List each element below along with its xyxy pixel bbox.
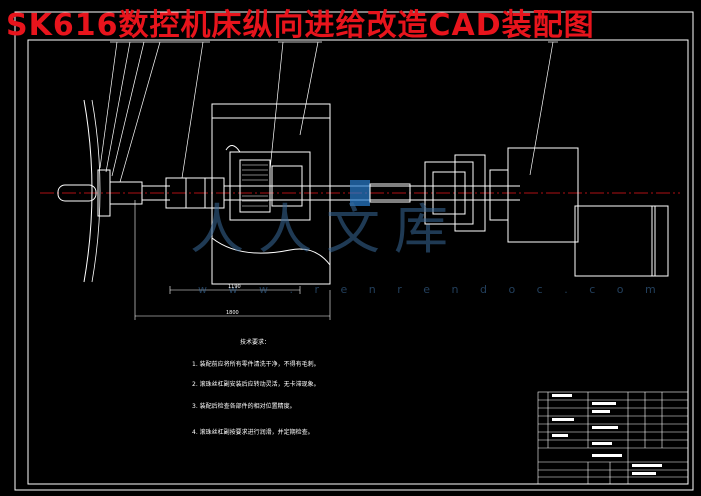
dimension-label-1: 1190 <box>228 284 241 290</box>
leader-lines <box>99 41 558 183</box>
lead-screw <box>165 177 225 209</box>
drawing-title: SK616数控机床纵向进给改造CAD装配图 <box>6 8 595 43</box>
note-item: 4. 滚珠丝杠副按要求进行润滑，并定期检查。 <box>192 429 314 436</box>
motor-flange <box>507 147 579 243</box>
outer-frame <box>14 11 694 491</box>
note-item: 2. 滚珠丝杠副安装后应转动灵活，无卡滞现象。 <box>192 381 320 388</box>
dimension-lines <box>134 200 331 320</box>
dimension-label-2: 1800 <box>226 310 239 316</box>
note-item: 1. 装配前应将所有零件清洗干净，不得有毛刺。 <box>192 361 320 368</box>
watermark-logo: 人人文库 <box>190 198 462 261</box>
title-block <box>537 391 689 485</box>
servo-motor <box>574 205 656 277</box>
note-item: 3. 装配后检查各部件的相对位置精度。 <box>192 403 296 410</box>
table-body <box>211 103 331 285</box>
notes-heading: 技术要求： <box>240 339 271 346</box>
title-block-text-marks <box>552 394 662 475</box>
inner-frame <box>27 39 689 485</box>
ball-nut-threads <box>242 164 268 207</box>
watermark-url: w w w . r e n r e n d o c . c o m <box>198 283 665 296</box>
left-housing <box>83 99 93 283</box>
